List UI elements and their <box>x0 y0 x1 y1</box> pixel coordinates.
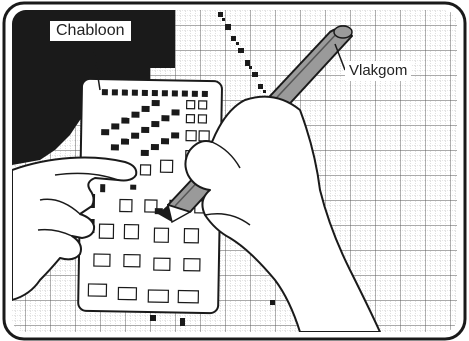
eraser-label: Vlakgom <box>345 61 411 81</box>
template-label: Chabloon <box>50 21 131 41</box>
